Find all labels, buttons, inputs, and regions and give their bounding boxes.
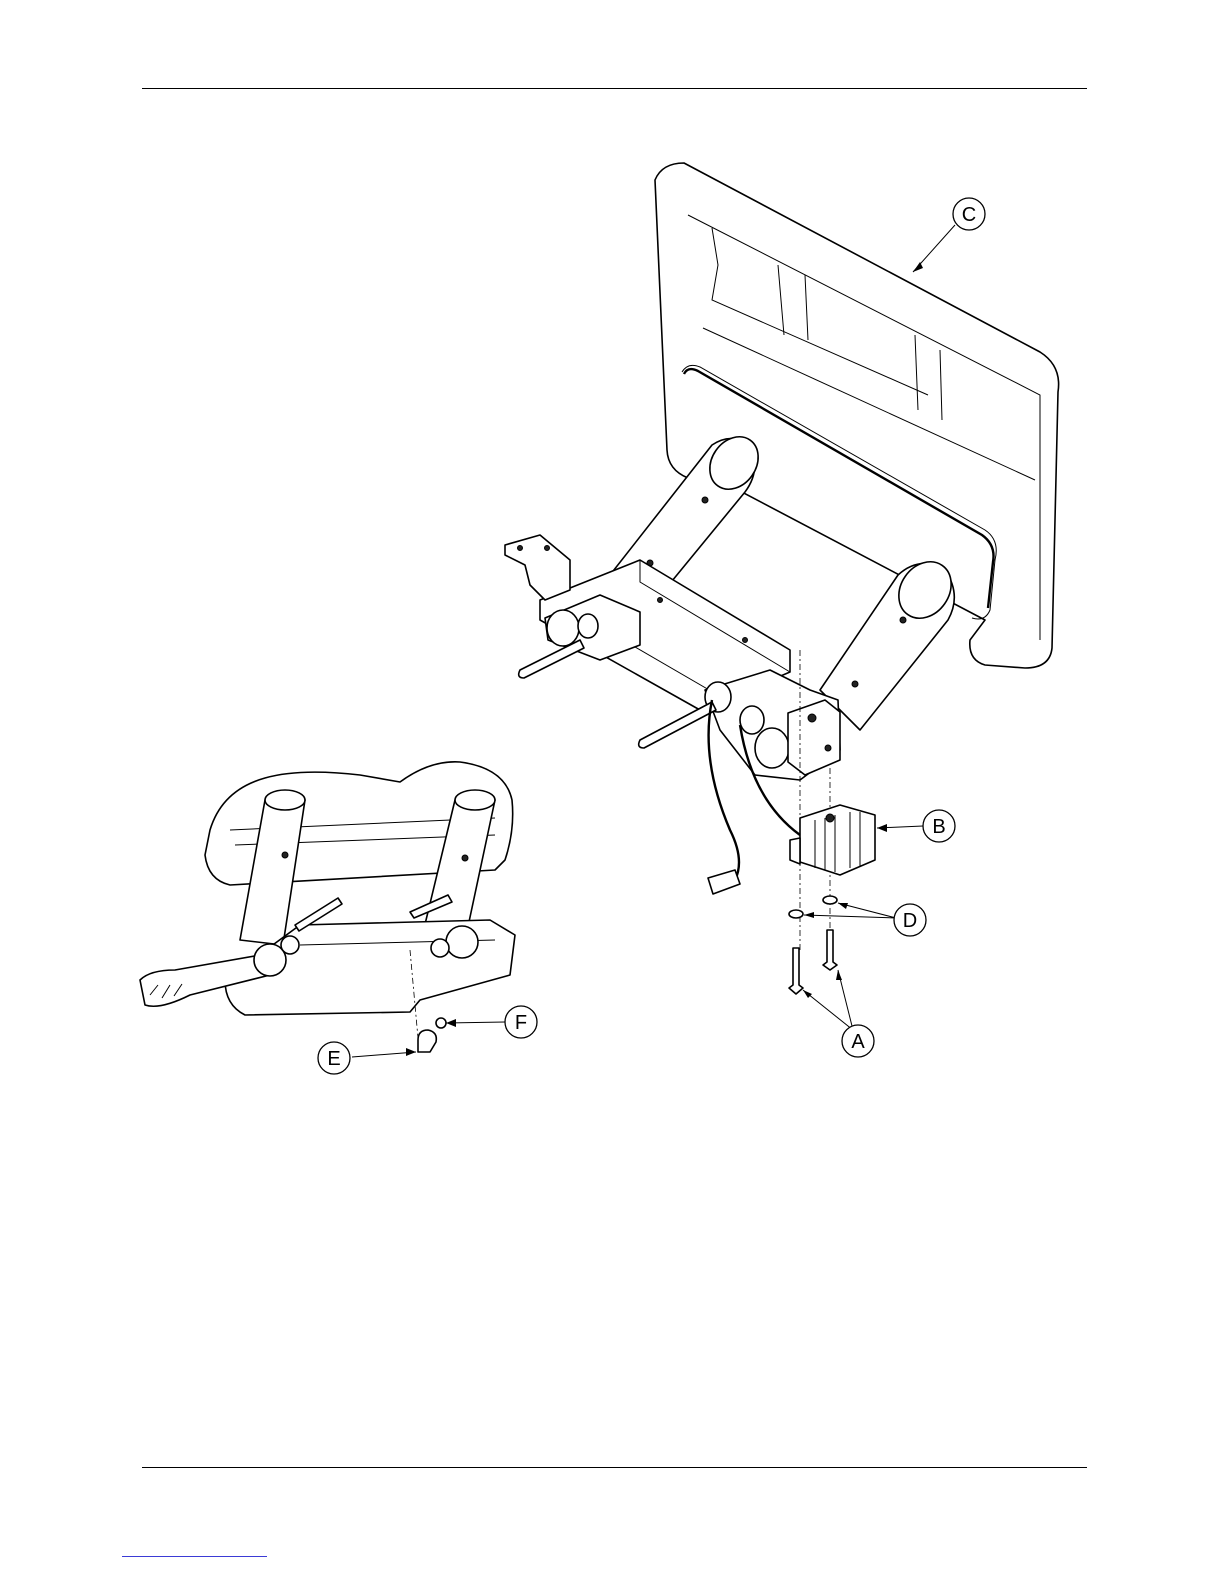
screw [823,930,837,970]
callout-label-c: C [962,204,976,226]
callout-label-b: B [932,816,945,838]
callout-A: A [842,1025,874,1057]
seat-underside-view [140,762,515,1052]
right-axle-pin [639,702,716,748]
callout-label-e: E [327,1048,340,1070]
actuator-mount-block [788,700,840,775]
left-axle-pin [519,640,584,678]
callout-D: D [894,904,926,936]
callout-label-a: A [851,1031,865,1053]
callout-E: E [318,1042,350,1074]
backrest-panel [655,163,1059,668]
callout-F: F [505,1006,537,1038]
left-mounting-bracket [505,535,570,600]
clip-screw [436,1018,446,1028]
callout-B: B [923,810,955,842]
washer [823,896,837,904]
washer [789,910,803,918]
callout-label-d: D [903,910,917,932]
cable-connector [708,870,740,894]
seat-back-assembly [505,163,1059,994]
actuator-module [790,805,875,875]
callout-C: C [953,198,985,230]
callout-label-f: F [515,1012,527,1034]
cable-clip [418,1030,436,1052]
screw [789,948,803,994]
